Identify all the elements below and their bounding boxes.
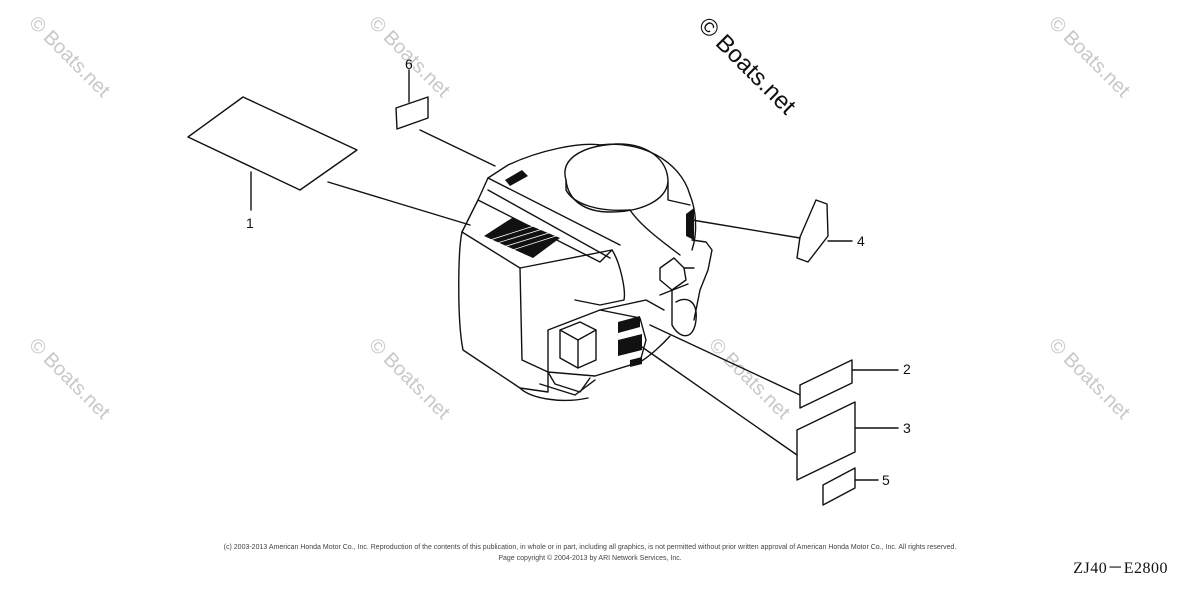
callout-5: 5 bbox=[882, 472, 890, 488]
decal-part-3-area bbox=[618, 334, 642, 356]
diagram-code: ZJ40－E2800 bbox=[1073, 560, 1168, 577]
leader-line-6-engine bbox=[419, 129, 496, 167]
copyright-line-2: Page copyright © 2004-2013 by ARI Networ… bbox=[498, 555, 682, 562]
label-part-6 bbox=[395, 96, 429, 130]
engine-decals bbox=[484, 170, 694, 367]
label-part-2 bbox=[799, 359, 853, 409]
decal-part-5-area bbox=[630, 357, 642, 367]
leader-line-3 bbox=[641, 346, 798, 456]
decal-part-1-area bbox=[484, 218, 560, 258]
leader-line-4 bbox=[691, 219, 801, 239]
label-part-5 bbox=[822, 467, 856, 506]
leader-line-1-engine bbox=[327, 181, 471, 226]
leader-line-2 bbox=[649, 324, 801, 396]
callout-2: 2 bbox=[903, 361, 911, 377]
callout-6: 6 bbox=[405, 56, 413, 72]
decal-part-2-area bbox=[618, 316, 640, 333]
label-part-1 bbox=[187, 96, 358, 191]
decal-part-4-area bbox=[686, 208, 694, 240]
label-part-4 bbox=[796, 199, 829, 263]
decal-part-6-area bbox=[505, 170, 528, 186]
copyright-line-1: (c) 2003-2013 American Honda Motor Co., … bbox=[223, 544, 957, 551]
engine-body bbox=[458, 143, 713, 402]
callout-1: 1 bbox=[246, 215, 254, 231]
callout-3: 3 bbox=[903, 420, 911, 436]
callout-4: 4 bbox=[857, 233, 865, 249]
label-part-3 bbox=[796, 401, 856, 481]
